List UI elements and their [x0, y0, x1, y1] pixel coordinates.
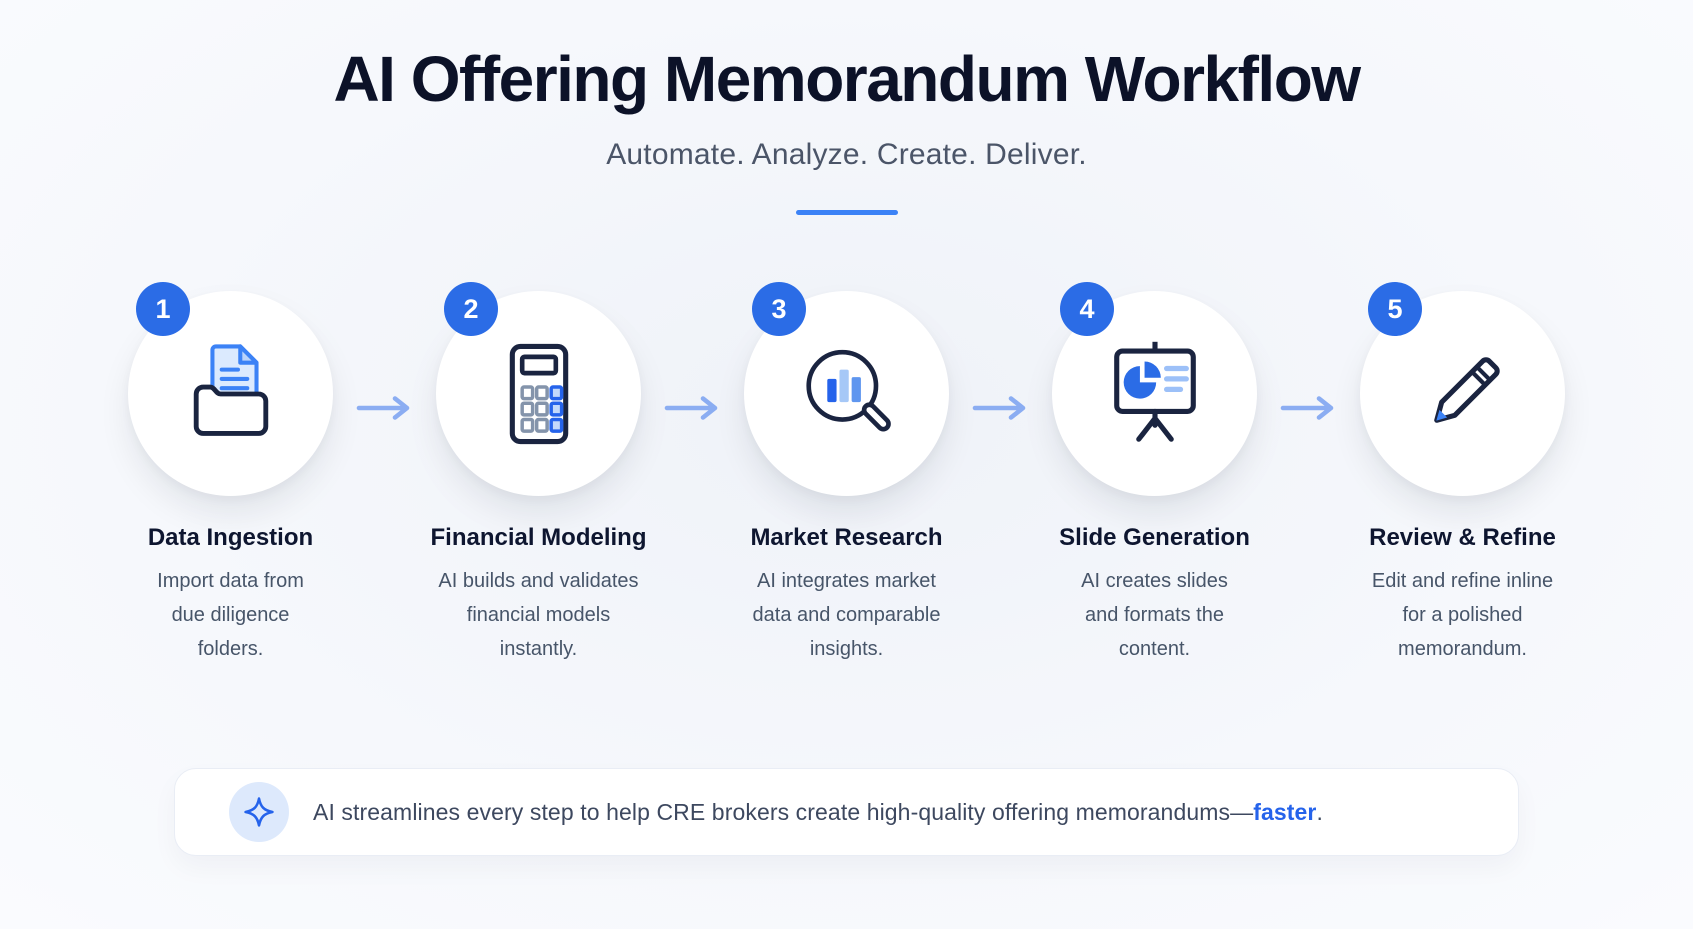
accent-divider: [795, 210, 898, 216]
step-2-description: AI builds and validates financial models…: [438, 570, 639, 661]
step-1-title: Data Ingestion: [147, 524, 314, 552]
workflow-steps: 1 Data Ingestion Import data from due di…: [0, 282, 1693, 666]
step-5-title: Review & Refine: [1369, 524, 1556, 552]
step-2-title: Financial Modeling: [430, 524, 647, 552]
step-data-ingestion: 1 Data Ingestion Import data from due di…: [106, 282, 356, 666]
arrow-right-icon: [972, 395, 1030, 421]
page-title: AI Offering Memorandum Workflow: [333, 43, 1361, 115]
step-slide-generation: 4 Slide Generation AI creates slides and…: [1030, 282, 1280, 666]
step-3-circle: 3: [744, 282, 949, 497]
callout-text-before: AI streamlines every step to help CRE br…: [313, 798, 1254, 825]
sparkle-icon: [244, 797, 274, 828]
arrow-right-icon: [356, 395, 414, 421]
folder-document-icon: [193, 344, 268, 436]
step-financial-modeling: 2 Financial Modeling AI builds and valid…: [414, 282, 664, 666]
step-4-circle: 4: [1052, 282, 1257, 497]
step-3-number-badge: 3: [752, 282, 806, 337]
step-1-circle: 1: [128, 282, 333, 497]
step-3-description: AI integrates market data and comparable…: [752, 570, 941, 661]
step-3-title: Market Research: [750, 524, 943, 552]
presentation-board-icon: [1113, 341, 1196, 442]
step-4-description: AI creates slides and formats the conten…: [1081, 570, 1228, 661]
callout-highlight: faster: [1253, 798, 1317, 825]
sparkle-bubble: [229, 782, 289, 843]
step-1-number-badge: 1: [136, 282, 190, 337]
step-2-circle: 2: [436, 282, 641, 497]
step-5-description: Edit and refine inline for a polished me…: [1371, 570, 1554, 661]
callout-text-after: .: [1316, 798, 1323, 825]
step-2-number-badge: 2: [444, 282, 498, 337]
step-review-refine: 5 Review & Refine Edit and refine inline…: [1338, 282, 1588, 666]
pencil-icon: [1433, 357, 1500, 423]
step-1-description: Import data from due diligence folders.: [157, 570, 304, 661]
arrow-right-icon: [1280, 395, 1338, 421]
step-market-research: 3 Market Research AI integrates market d…: [722, 282, 972, 666]
step-5-circle: 5: [1360, 282, 1565, 497]
step-5-number-badge: 5: [1368, 282, 1422, 337]
arrow-right-icon: [664, 395, 722, 421]
callout-text: AI streamlines every step to help CRE br…: [313, 799, 1323, 826]
magnifier-bar-chart-icon: [805, 349, 891, 432]
calculator-icon: [509, 343, 568, 445]
page-header: AI Offering Memorandum Workflow Automate…: [0, 0, 1693, 216]
step-4-title: Slide Generation: [1059, 524, 1250, 552]
step-4-number-badge: 4: [1060, 282, 1114, 337]
page-subtitle: Automate. Analyze. Create. Deliver.: [606, 138, 1087, 172]
ai-callout: AI streamlines every step to help CRE br…: [174, 768, 1519, 857]
